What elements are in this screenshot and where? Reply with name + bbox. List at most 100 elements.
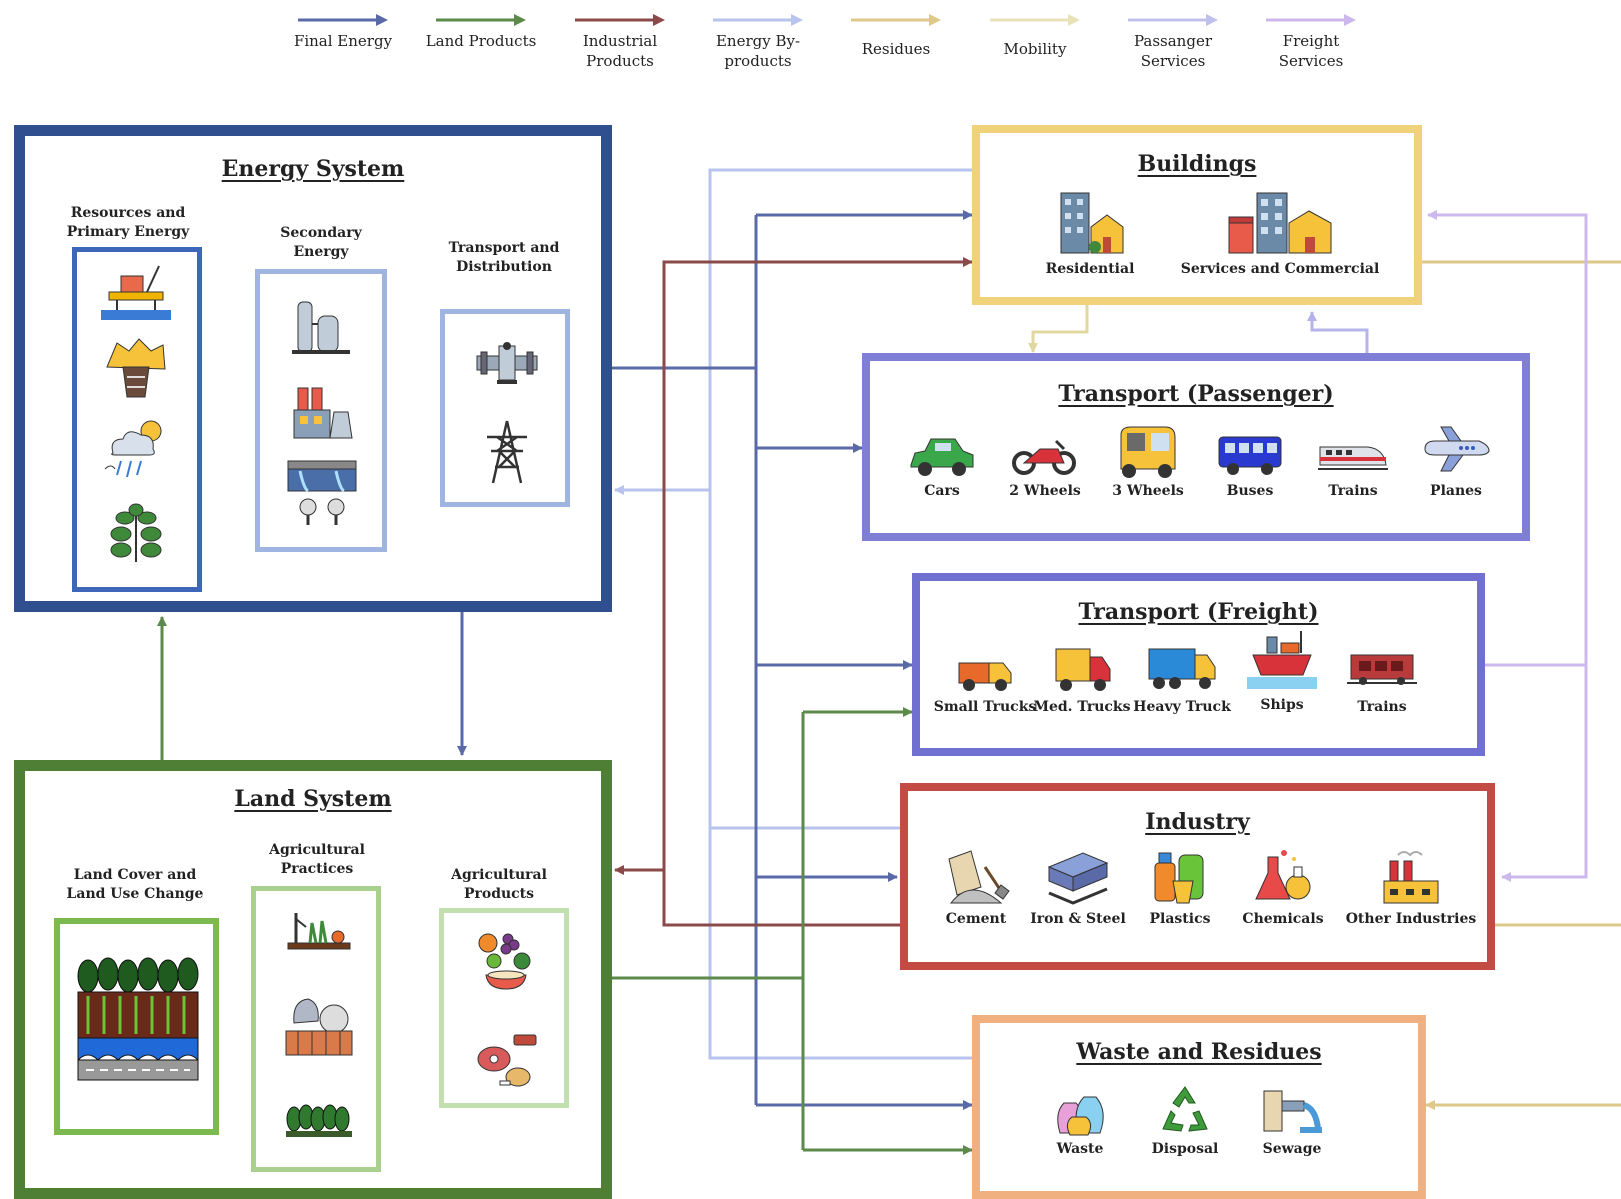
livestock-icon bbox=[285, 998, 353, 1056]
legend-arrow bbox=[436, 14, 526, 26]
freight-small-trucks[interactable]: Small Trucks bbox=[930, 649, 1040, 715]
land-cover-label: Land Cover and Land Use Change bbox=[66, 867, 204, 902]
bus-icon bbox=[1218, 436, 1282, 475]
refinery-icon bbox=[292, 301, 350, 354]
car-icon bbox=[910, 438, 974, 476]
meat-icon bbox=[477, 1034, 537, 1087]
industry-iron-steel[interactable]: Iron & Steel bbox=[1028, 847, 1128, 927]
small-trucks-label: Small Trucks bbox=[933, 699, 1037, 715]
biomass-plant-icon bbox=[110, 503, 162, 562]
passenger-2-wheels[interactable]: 2 Wheels bbox=[995, 431, 1095, 499]
legend-label: Final Energy bbox=[293, 32, 393, 50]
resources-panel bbox=[72, 247, 202, 592]
passenger-buses[interactable]: Buses bbox=[1200, 431, 1300, 499]
weather-rain-icon bbox=[104, 420, 162, 478]
disposal-item[interactable]: Disposal bbox=[1135, 1083, 1235, 1157]
forestry-icon bbox=[286, 1104, 352, 1137]
crop-farming-icon bbox=[287, 913, 351, 950]
legend-arrow bbox=[851, 14, 941, 26]
industry-cement[interactable]: Cement bbox=[926, 847, 1026, 927]
ship-icon bbox=[1247, 631, 1317, 689]
energy-system-title: Energy System bbox=[221, 156, 405, 182]
passenger-trains[interactable]: Trains bbox=[1303, 431, 1403, 499]
legend-arrow bbox=[1128, 14, 1218, 26]
legend-mobility: Mobility bbox=[965, 5, 1105, 59]
passenger-trains-label: Trains bbox=[1328, 483, 1378, 499]
land-system-title: Land System bbox=[234, 786, 392, 812]
building-services-commercial[interactable]: Services and Commercial bbox=[1180, 187, 1380, 277]
planes-label: Planes bbox=[1430, 483, 1482, 499]
secondary-label: Secondary Energy bbox=[280, 225, 362, 260]
chemicals-label: Chemicals bbox=[1242, 911, 1324, 927]
legend-land-products: Land Products bbox=[411, 5, 551, 51]
transport-freight-box[interactable]: Transport (Freight) Small Trucks Med. Tr… bbox=[912, 573, 1485, 756]
land-cover-panel bbox=[54, 918, 219, 1135]
transport-passenger-title: Transport (Passenger) bbox=[1058, 381, 1334, 407]
industry-plastics[interactable]: Plastics bbox=[1130, 847, 1230, 927]
secondary-panel bbox=[255, 269, 387, 552]
disposal-label: Disposal bbox=[1151, 1141, 1219, 1157]
freight-heavy-truck[interactable]: Heavy Truck bbox=[1132, 643, 1232, 715]
passenger-planes[interactable]: Planes bbox=[1406, 423, 1506, 499]
legend-label: Residues bbox=[861, 40, 931, 58]
waste-residues-box[interactable]: Waste and Residues Waste Disposal Sewage bbox=[972, 1015, 1426, 1199]
legend-arrow bbox=[298, 14, 388, 26]
land-system-box[interactable]: Land System Land Cover and Land Use Chan… bbox=[14, 760, 612, 1199]
legend-arrow bbox=[990, 14, 1080, 26]
sewage-item[interactable]: Sewage bbox=[1242, 1083, 1342, 1157]
two-wheels-label: 2 Wheels bbox=[1009, 483, 1081, 499]
industry-chemicals[interactable]: Chemicals bbox=[1233, 847, 1333, 927]
plastics-label: Plastics bbox=[1149, 911, 1211, 927]
transport-passenger-box[interactable]: Transport (Passenger) Cars 2 Wheels 3 Wh… bbox=[862, 353, 1530, 541]
pipeline-icon bbox=[476, 342, 538, 384]
legend-energy-byproducts: Energy By-products bbox=[688, 5, 828, 71]
transport-freight-title: Transport (Freight) bbox=[1078, 599, 1319, 625]
building-residential[interactable]: Residential bbox=[1030, 187, 1150, 277]
rickshaw-icon bbox=[1120, 426, 1176, 478]
passenger-3-wheels[interactable]: 3 Wheels bbox=[1098, 423, 1198, 499]
medium-truck-icon bbox=[1055, 648, 1111, 691]
heavy-truck-label: Heavy Truck bbox=[1133, 699, 1231, 715]
trash-bags-icon bbox=[1057, 1096, 1104, 1136]
coal-mine-icon bbox=[106, 338, 166, 398]
legend-passenger-services: Passanger Services bbox=[1103, 5, 1243, 71]
agri-products-panel bbox=[439, 908, 569, 1108]
freight-trains[interactable]: Trains bbox=[1332, 643, 1432, 715]
legend-final-energy: Final Energy bbox=[273, 5, 413, 51]
industry-other[interactable]: Other Industries bbox=[1336, 847, 1486, 927]
legend-industrial-products: Industrial Products bbox=[550, 5, 690, 71]
legend-label: Industrial Products bbox=[582, 32, 658, 70]
freight-med-trucks[interactable]: Med. Trucks bbox=[1032, 643, 1132, 715]
transport-distribution-label: Transport and Distribution bbox=[448, 240, 560, 275]
commercial-icon bbox=[1228, 192, 1332, 254]
services-commercial-label: Services and Commercial bbox=[1180, 261, 1380, 277]
buses-label: Buses bbox=[1226, 483, 1274, 499]
power-plant-icon bbox=[293, 387, 353, 439]
transport-distribution-panel bbox=[440, 309, 570, 507]
agri-practices-label: Agricultural Practices bbox=[269, 842, 365, 877]
hydro-dam-icon bbox=[287, 460, 357, 525]
waste-residues-title: Waste and Residues bbox=[1076, 1039, 1322, 1065]
legend-label: Passanger Services bbox=[1133, 32, 1212, 70]
freight-ships[interactable]: Ships bbox=[1232, 629, 1332, 713]
legend-arrow bbox=[1266, 14, 1356, 26]
freight-trains-label: Trains bbox=[1357, 699, 1407, 715]
energy-system-box[interactable]: Energy System Resources and Primary Ener… bbox=[14, 125, 612, 612]
industry-box[interactable]: Industry Cement Iron & Steel Plastics Ch… bbox=[900, 783, 1495, 970]
iron-steel-label: Iron & Steel bbox=[1030, 911, 1126, 927]
legend-arrow bbox=[713, 14, 803, 26]
legend-residues: Residues bbox=[826, 5, 966, 59]
agri-practices-panel bbox=[251, 886, 381, 1172]
passenger-cars[interactable]: Cars bbox=[892, 431, 992, 499]
three-wheels-label: 3 Wheels bbox=[1112, 483, 1184, 499]
offshore-platform-icon bbox=[101, 265, 171, 320]
waste-item[interactable]: Waste bbox=[1030, 1083, 1130, 1157]
motorbike-icon bbox=[1012, 439, 1076, 475]
recycle-icon bbox=[1162, 1086, 1208, 1132]
ships-label: Ships bbox=[1260, 697, 1304, 713]
legend-freight-services: Freight Services bbox=[1241, 5, 1381, 71]
buildings-title: Buildings bbox=[1137, 151, 1257, 177]
buildings-box[interactable]: Buildings Residential Services and Comme… bbox=[972, 125, 1422, 305]
residential-label: Residential bbox=[1045, 261, 1135, 277]
